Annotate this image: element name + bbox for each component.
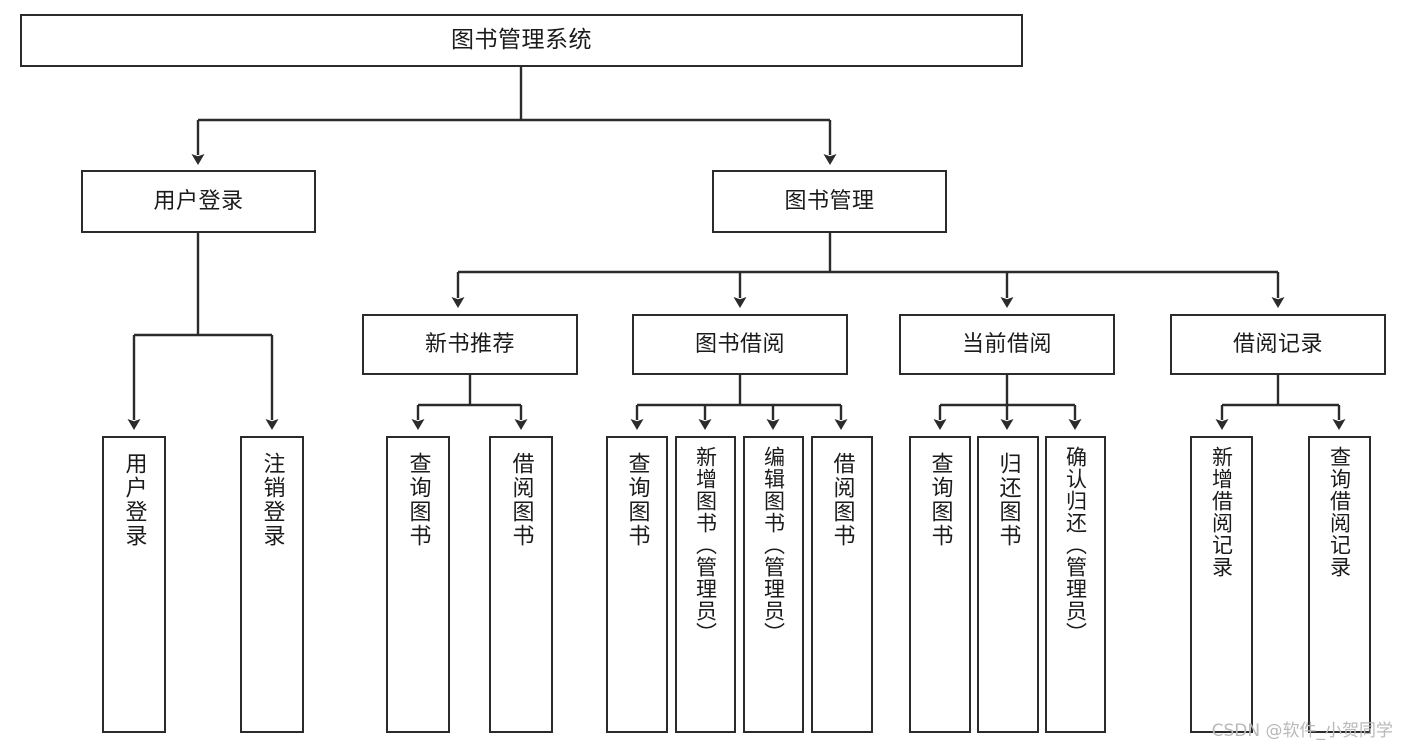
node-label: 查询借阅记录 [1327, 446, 1352, 578]
leaf-add-book[interactable]: 新增图书（管理员） [675, 436, 736, 733]
node-borrow-record[interactable]: 借阅记录 [1170, 314, 1386, 375]
node-label: 查询图书 [624, 452, 650, 548]
node-label: 归还图书 [995, 452, 1021, 548]
node-label: 查询图书 [405, 452, 431, 548]
leaf-add-borrow-record[interactable]: 新增借阅记录 [1190, 436, 1253, 733]
node-label: 借阅图书 [829, 452, 855, 548]
node-label: 用户登录 [121, 452, 147, 548]
leaf-query-borrow-record[interactable]: 查询借阅记录 [1308, 436, 1371, 733]
node-label: 注销登录 [259, 452, 285, 548]
leaf-borrow-book-recommend[interactable]: 借阅图书 [489, 436, 553, 733]
leaf-query-book-current[interactable]: 查询图书 [909, 436, 971, 733]
leaf-confirm-return[interactable]: 确认归还（管理员） [1045, 436, 1106, 733]
leaf-user-logout[interactable]: 注销登录 [240, 436, 304, 733]
node-user-login[interactable]: 用户登录 [81, 170, 316, 233]
node-label: 新增借阅记录 [1209, 446, 1234, 578]
csdn-watermark: CSDN @软件_小贺同学 [1211, 721, 1393, 741]
node-label: 确认归还（管理员） [1063, 446, 1088, 644]
leaf-edit-book[interactable]: 编辑图书（管理员） [743, 436, 804, 733]
node-label: 借阅记录 [1232, 331, 1323, 357]
node-root-system[interactable]: 图书管理系统 [20, 14, 1023, 67]
node-label: 编辑图书（管理员） [761, 446, 786, 644]
node-current-borrow[interactable]: 当前借阅 [899, 314, 1115, 375]
node-label: 借阅图书 [508, 452, 534, 548]
leaf-query-book-borrow[interactable]: 查询图书 [606, 436, 668, 733]
node-label: 图书借阅 [694, 331, 785, 357]
leaf-query-book-recommend[interactable]: 查询图书 [386, 436, 450, 733]
node-book-borrow[interactable]: 图书借阅 [632, 314, 848, 375]
leaf-return-book[interactable]: 归还图书 [977, 436, 1039, 733]
node-label: 用户登录 [153, 188, 244, 214]
node-label: 图书管理系统 [451, 26, 592, 53]
node-label: 图书管理 [784, 188, 875, 214]
leaf-borrow-book-borrow[interactable]: 借阅图书 [811, 436, 873, 733]
node-label: 查询图书 [927, 452, 953, 548]
leaf-user-login[interactable]: 用户登录 [102, 436, 166, 733]
node-label: 当前借阅 [961, 331, 1052, 357]
node-new-book-recommend[interactable]: 新书推荐 [362, 314, 578, 375]
node-book-manage[interactable]: 图书管理 [712, 170, 947, 233]
node-label: 新增图书（管理员） [693, 446, 718, 644]
node-label: 新书推荐 [424, 331, 515, 357]
